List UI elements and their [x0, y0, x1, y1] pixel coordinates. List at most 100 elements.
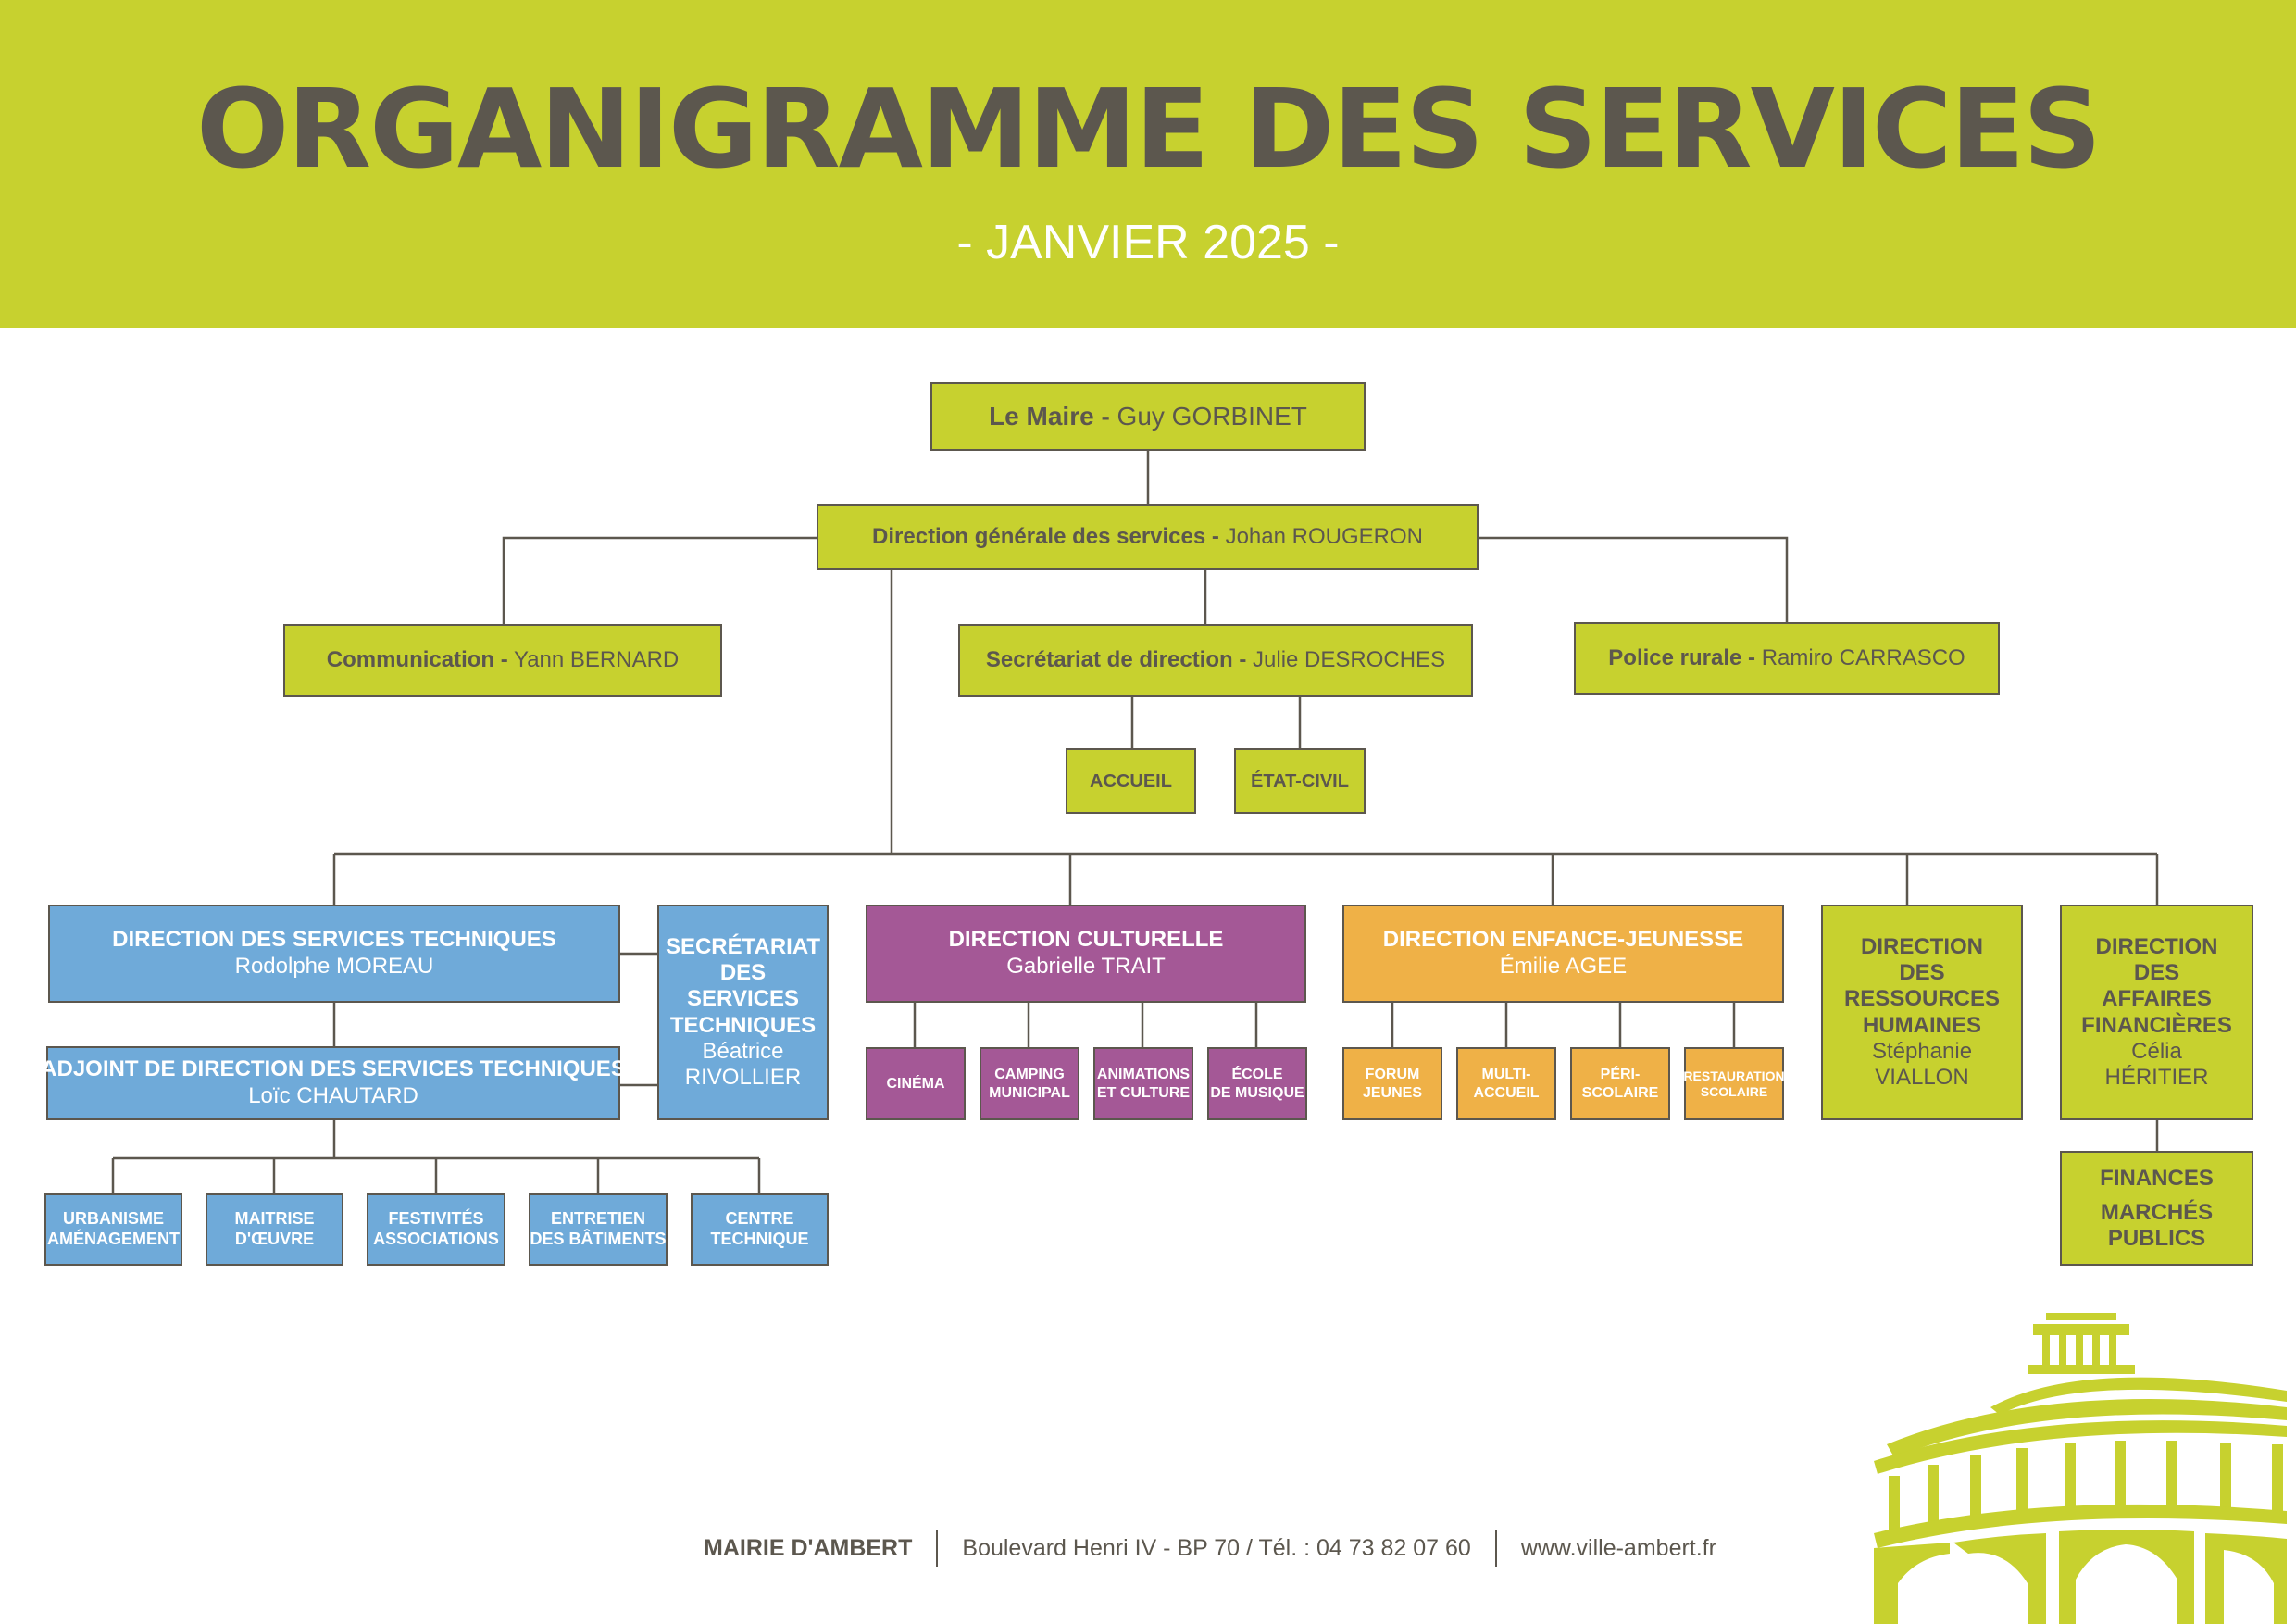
box-cinema: CINÉMA	[866, 1047, 966, 1120]
page-title: ORGANIGRAMME DES SERVICES	[195, 65, 2102, 193]
communication-name: Yann BERNARD	[513, 647, 680, 673]
header-banner: ORGANIGRAMME DES SERVICES - JANVIER 2025…	[0, 0, 2296, 328]
box-communication: Communication - Yann BERNARD	[283, 624, 722, 697]
box-secretariat-services-techniques: SECRÉTARIAT DES SERVICES TECHNIQUES Béat…	[657, 905, 829, 1120]
box-camping: CAMPING MUNICIPAL	[980, 1047, 1079, 1120]
box-entretien-batiments: ENTRETIEN DES BÂTIMENTS	[529, 1193, 668, 1266]
rh-line: HUMAINES	[1862, 1012, 1981, 1038]
box-direction-affaires-financieres: DIRECTION DES AFFAIRES FINANCIÈRES Célia…	[2060, 905, 2253, 1120]
service-label: MARCHÉS	[2100, 1200, 2214, 1226]
secretariat-direction-name: Julie DESROCHES	[1253, 647, 1446, 673]
box-maitrise-oeuvre: MAITRISE D'ŒUVRE	[206, 1193, 343, 1266]
box-police-rurale: Police rurale - Ramiro CARRASCO	[1574, 622, 2000, 695]
service-label: ENTRETIEN	[550, 1209, 645, 1229]
footer-separator	[1494, 1530, 1497, 1567]
enfance-name: Émilie AGEE	[1499, 954, 1628, 979]
accueil-label: ACCUEIL	[1090, 770, 1172, 792]
service-label: PUBLICS	[2107, 1225, 2206, 1251]
finances-line: AFFAIRES	[2102, 986, 2212, 1012]
rh-line: DIRECTION	[1861, 933, 1983, 959]
communication-role: Communication -	[326, 647, 508, 673]
rh-name: VIALLON	[1875, 1065, 1969, 1091]
box-ecole-musique: ÉCOLE DE MUSIQUE	[1207, 1047, 1307, 1120]
culture-name: Gabrielle TRAIT	[1006, 954, 1166, 979]
dst-title: DIRECTION DES SERVICES TECHNIQUES	[112, 927, 556, 953]
footer-address: Boulevard Henri IV - BP 70 / Tél. : 04 7…	[962, 1534, 1471, 1561]
box-festivites: FESTIVITÉS ASSOCIATIONS	[367, 1193, 505, 1266]
service-label: TECHNIQUE	[710, 1230, 809, 1248]
sec-st-line: DES	[719, 959, 767, 985]
service-label: JEUNES	[1362, 1084, 1423, 1101]
maire-role: Le Maire -	[989, 402, 1110, 431]
box-multi-accueil: MULTI- ACCUEIL	[1456, 1047, 1556, 1120]
service-label: ANIMATIONS	[1096, 1067, 1191, 1083]
service-label: ACCUEIL	[1473, 1084, 1540, 1101]
service-label: CAMPING	[994, 1067, 1065, 1083]
service-label: URBANISME	[62, 1209, 164, 1229]
finances-name: HÉRITIER	[2104, 1065, 2209, 1091]
service-label: DES BÂTIMENTS	[530, 1230, 667, 1248]
service-label: FESTIVITÉS	[388, 1209, 484, 1229]
finances-line: DES	[2133, 959, 2180, 985]
dgs-name: Johan ROUGERON	[1225, 523, 1423, 549]
service-label: AMÉNAGEMENT	[47, 1230, 180, 1248]
box-adjoint-direction-services-techniques: ADJOINT DE DIRECTION DES SERVICES TECHNI…	[41, 1046, 626, 1120]
dgs-role: Direction générale des services -	[872, 523, 1219, 549]
service-label: ASSOCIATIONS	[373, 1230, 499, 1248]
box-centre-technique: CENTRE TECHNIQUE	[691, 1193, 829, 1266]
box-maire: Le Maire - Guy GORBINET	[930, 382, 1366, 451]
service-label: PÉRI-	[1600, 1067, 1641, 1083]
page-subtitle: - JANVIER 2025 -	[956, 216, 1340, 269]
footer-separator	[936, 1530, 939, 1567]
box-restauration-scolaire: RESTAURATION SCOLAIRE	[1683, 1047, 1785, 1120]
sec-st-name: Béatrice	[702, 1038, 784, 1064]
service-label: SCOLAIRE	[1700, 1083, 1768, 1099]
adjoint-dst-title: ADJOINT DE DIRECTION DES SERVICES TECHNI…	[41, 1056, 626, 1082]
sec-st-line: SERVICES	[687, 986, 799, 1012]
town-hall-rotunda-icon	[1874, 1313, 2287, 1624]
box-urbanisme: URBANISME AMÉNAGEMENT	[44, 1193, 182, 1266]
box-animations: ANIMATIONS ET CULTURE	[1093, 1047, 1193, 1120]
rh-line: RESSOURCES	[1843, 986, 2001, 1012]
box-etat-civil: ÉTAT-CIVIL	[1234, 748, 1366, 814]
box-periscolaire: PÉRI- SCOLAIRE	[1570, 1047, 1670, 1120]
service-label: ÉCOLE	[1231, 1067, 1283, 1083]
box-secretariat-direction: Secrétariat de direction - Julie DESROCH…	[958, 624, 1473, 697]
service-label: DE MUSIQUE	[1210, 1084, 1304, 1101]
police-name: Ramiro CARRASCO	[1761, 645, 1965, 671]
footer-website[interactable]: www.ville-ambert.fr	[1520, 1534, 1716, 1561]
footer: MAIRIE D'AMBERT Boulevard Henri IV - BP …	[704, 1530, 1716, 1567]
rh-name: Stéphanie	[1871, 1038, 1973, 1064]
box-dgs: Direction générale des services - Johan …	[817, 504, 1479, 570]
box-direction-ressources-humaines: DIRECTION DES RESSOURCES HUMAINES Stépha…	[1821, 905, 2023, 1120]
culture-title: DIRECTION CULTURELLE	[948, 927, 1224, 953]
service-label: CINÉMA	[886, 1075, 945, 1092]
police-role: Police rurale -	[1608, 645, 1756, 671]
finances-name: Célia	[2131, 1038, 2182, 1064]
box-forum-jeunes: FORUM JEUNES	[1342, 1047, 1442, 1120]
service-label: D'ŒUVRE	[234, 1230, 315, 1248]
service-label: CENTRE	[725, 1209, 794, 1229]
service-label: FORUM	[1365, 1067, 1420, 1083]
footer-mairie: MAIRIE D'AMBERT	[704, 1534, 913, 1561]
dst-name: Rodolphe MOREAU	[234, 954, 434, 979]
sec-st-name: RIVOLLIER	[684, 1065, 802, 1091]
box-direction-services-techniques: DIRECTION DES SERVICES TECHNIQUES Rodolp…	[48, 905, 620, 1003]
service-label: MULTI-	[1481, 1067, 1531, 1083]
box-direction-enfance-jeunesse: DIRECTION ENFANCE-JEUNESSE Émilie AGEE	[1342, 905, 1784, 1003]
rh-line: DES	[1899, 959, 1945, 985]
finances-line: DIRECTION	[2095, 933, 2218, 959]
service-label: FINANCES	[2100, 1165, 2214, 1191]
etat-civil-label: ÉTAT-CIVIL	[1251, 770, 1349, 792]
sec-st-line: TECHNIQUES	[669, 1012, 817, 1038]
service-label: ET CULTURE	[1096, 1084, 1191, 1101]
secretariat-direction-role: Secrétariat de direction -	[985, 647, 1247, 673]
finances-line: FINANCIÈRES	[2081, 1012, 2232, 1038]
box-direction-culturelle: DIRECTION CULTURELLE Gabrielle TRAIT	[866, 905, 1306, 1003]
service-label: RESTAURATION	[1683, 1068, 1785, 1083]
adjoint-dst-name: Loïc CHAUTARD	[248, 1083, 418, 1108]
maire-name: Guy GORBINET	[1117, 402, 1307, 431]
service-label: SCOLAIRE	[1581, 1084, 1659, 1101]
box-finances-marches-publics: FINANCES MARCHÉS PUBLICS	[2060, 1151, 2253, 1266]
